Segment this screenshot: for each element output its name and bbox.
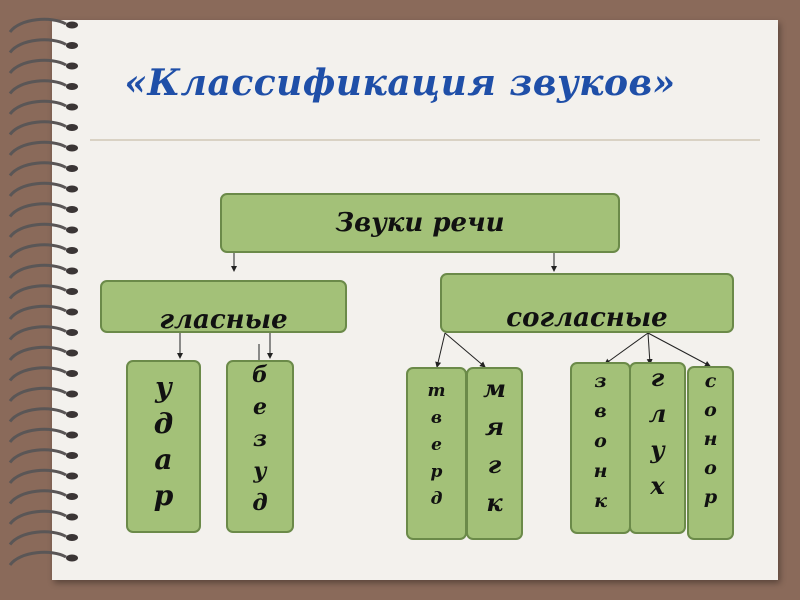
branch-box-vowels: гласные (100, 280, 347, 333)
leaf-letter: у (155, 374, 172, 402)
leaf-letter: о (704, 459, 717, 478)
leaf-letter: з (253, 428, 267, 450)
leaf-letter: к (594, 492, 607, 511)
leaf-letter: д (154, 410, 173, 438)
leaf-letter: а (154, 446, 172, 474)
leaf-letter: к (486, 491, 502, 515)
leaf-letter: т (428, 383, 446, 400)
leaf-letter: б (252, 364, 268, 386)
leaf-letter: г (651, 366, 665, 390)
root-box-speech-sounds: Звуки речи (220, 193, 620, 253)
leaf-letter: у (253, 460, 266, 482)
consonants-label: согласные (506, 303, 667, 333)
leaf-letter: л (649, 402, 667, 426)
leaf-letter: о (704, 401, 717, 420)
leaf-letter: р (704, 488, 717, 507)
leaf-letter: д (431, 491, 443, 508)
root-label: Звуки речи (335, 208, 504, 238)
leaf-letter: с (705, 372, 717, 391)
branch-box-consonants: согласные (440, 273, 734, 333)
leaf-letter: м (483, 377, 506, 401)
leaf-letter: е (253, 396, 267, 418)
leaf-letter: з (594, 372, 606, 391)
leaf-letter: в (594, 402, 606, 421)
leaf-letter: г (488, 453, 502, 477)
vowels-label: гласные (159, 305, 287, 335)
leaf-letter: я (485, 415, 504, 439)
leaf-letter: р (154, 482, 174, 510)
leaf-letter: р (431, 464, 443, 481)
leaf-letter: у (650, 438, 664, 462)
leaf-letter: е (431, 437, 442, 454)
leaf-letter: в (431, 410, 442, 427)
leaf-letter: х (650, 474, 664, 498)
leaf-letter: н (704, 430, 718, 449)
leaf-letter: д (252, 492, 267, 514)
leaf-letter: о (594, 432, 607, 451)
leaf-letter: н (594, 462, 608, 481)
